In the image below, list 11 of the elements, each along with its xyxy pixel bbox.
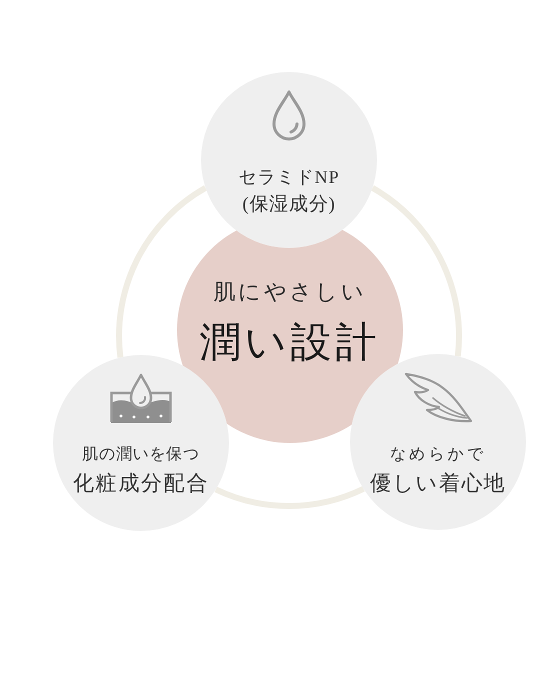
feature-text: セラミドNP: [238, 166, 340, 189]
title-text: 潤い設計: [199, 318, 381, 367]
ring-arc-line: [116, 185, 208, 358]
feature-text: 優しい着心地: [370, 470, 506, 497]
feature-text: 化粧成分配合: [72, 470, 210, 497]
ring-arc-line: [370, 185, 462, 356]
feature-note: 肌の潤いを保つ: [82, 445, 200, 465]
ring-arc-line: [214, 486, 365, 509]
feature-note: なめらかで: [390, 445, 486, 465]
subtitle-text: 肌にやさしい: [214, 278, 366, 306]
feature-note: (保湿成分): [242, 194, 336, 216]
